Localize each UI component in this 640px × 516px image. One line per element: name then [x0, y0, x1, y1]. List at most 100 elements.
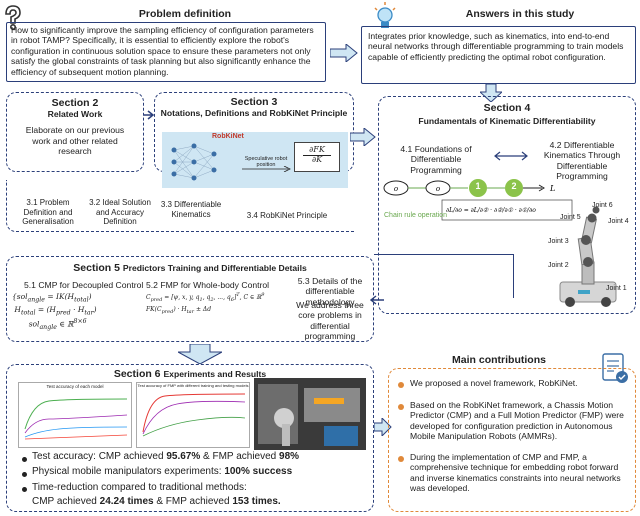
- svg-text:L: L: [549, 184, 555, 193]
- section4-item-1: 4.1 Foundations of Differentiable Progra…: [400, 144, 472, 175]
- result-1-prefix: Test accuracy:: [32, 451, 99, 462]
- section3-items-frame: [6, 180, 354, 232]
- checklist-icon: [600, 352, 630, 386]
- experiment-photo: [254, 378, 366, 450]
- section3-item-2: 3.2 Ideal Solution and Accuracy Definiti…: [89, 198, 151, 227]
- answers-title: Answers in this study: [465, 8, 575, 20]
- joint-label-1: Joint 1: [606, 285, 627, 292]
- problem-box: How to significantly improve the samplin…: [6, 22, 326, 82]
- contribution-2: Based on the RobKiNet framework, a Chass…: [410, 400, 624, 442]
- joint-label-4: Joint 4: [608, 218, 629, 225]
- chain-node-2: 2: [511, 181, 517, 191]
- section4-box: [378, 96, 636, 314]
- joint-label-5: Joint 5: [560, 214, 581, 221]
- question-icon: [2, 4, 24, 30]
- section6-box: [6, 364, 374, 512]
- contribution-1: We proposed a novel framework, RobKiNet.: [410, 378, 578, 388]
- chain-rule-label: Chain rule operation: [384, 212, 448, 219]
- contribution-bullet-1: [398, 382, 404, 388]
- contributions-title: Main contributions: [452, 354, 546, 366]
- contribution-bullet-3: [398, 456, 404, 462]
- section2-text: Elaborate on our previous work and other…: [25, 125, 125, 157]
- lightbulb-icon: [374, 2, 396, 32]
- joint-label-6: Joint 6: [592, 202, 613, 209]
- joint-label-3: Joint 3: [548, 238, 569, 245]
- section4-title: Section 4: [483, 102, 531, 114]
- result-1-plain1: CMP achieved: [98, 451, 167, 462]
- chart2-title: Test accuracy of FMP with different trai…: [137, 383, 249, 388]
- section5-box: [6, 256, 374, 342]
- section3-title: Section 3: [230, 96, 278, 108]
- fmp-formula: Cpred = [ψ, x, y, q1, q2, ..., q6]T, C ∈…: [146, 292, 265, 315]
- fk-box: ∂FK∂K: [294, 142, 340, 172]
- section3-item-1: 3.1 Problem Definition and Generalisatio…: [22, 198, 74, 227]
- result-1-bold1: 95.67%: [166, 451, 201, 462]
- section4-item-2: 4.2 Differentiable Kinematics Through Di…: [543, 140, 621, 182]
- accuracy-chart-2: Test accuracy of FMP with different trai…: [136, 382, 250, 448]
- arrow-down-icon: [177, 343, 223, 365]
- robot-arm-image: [559, 206, 617, 307]
- result-3-plain1: CMP achieved: [32, 495, 100, 507]
- result-2-prefix: Physical mobile manipulators experiments…: [32, 466, 225, 477]
- section6-subtitle: Experiments and Results: [163, 369, 267, 379]
- section4-subtitle: Fundamentals of Kinematic Differentiabil…: [418, 116, 596, 126]
- section2-box: Section 2 Related Work Elaborate on our …: [6, 92, 144, 172]
- section2-subtitle: Related Work: [47, 109, 103, 119]
- result-3-bold1: 24.24 times: [99, 495, 154, 507]
- chain-node-1: 1: [475, 181, 481, 191]
- accuracy-chart-1: Test accuracy of each model: [18, 382, 132, 448]
- robkinet-label: RobKiNet: [212, 133, 244, 140]
- section3-item-4: 3.4 RobKiNet Principle: [246, 211, 328, 220]
- result-3-plain2: & FMP achieved: [153, 495, 233, 507]
- arrow-left-icon: [369, 292, 384, 305]
- arrow-down-icon: [478, 83, 504, 103]
- neural-network-icon: [171, 143, 217, 181]
- result-2-bold1: 100% success: [224, 466, 293, 477]
- result-1-bold2: 98%: [279, 451, 300, 462]
- problem-title: Problem definition: [138, 8, 232, 20]
- arrow-right-icon: [242, 166, 291, 172]
- section6-header: Section 6 Experiments and Results: [6, 368, 374, 380]
- contributions-box: [388, 368, 636, 512]
- section5-title: Section 5: [73, 262, 120, 274]
- svg-text:o: o: [436, 185, 440, 193]
- arrow-right-icon: [349, 126, 376, 148]
- joint-label-2: Joint 2: [548, 262, 569, 269]
- section5-col1-title: 5.1 CMP for Decoupled Control: [24, 280, 144, 290]
- arrow-right-icon: [144, 108, 156, 120]
- section2-title: Section 2: [51, 97, 99, 109]
- result-bullet-2: [22, 472, 27, 477]
- robkinet-figure: RobKiNet Speculative robot position ∂FK∂…: [162, 132, 348, 188]
- svg-text:∂L/∂o = ∂L/∂② · ∂②/∂① · ∂①/∂o: ∂L/∂o = ∂L/∂② · ∂②/∂① · ∂①/∂o: [446, 207, 536, 214]
- section5-header: Section 5 Predictors Training and Differ…: [6, 262, 374, 274]
- result-line-1: Test accuracy: CMP achieved 95.67% & FMP…: [32, 451, 299, 462]
- contribution-3: During the implementation of CMP and FMP…: [410, 452, 621, 494]
- section5-subtitle: Predictors Training and Differentiable D…: [122, 263, 307, 273]
- connector-line: [374, 254, 514, 298]
- arrow-right-icon: [329, 42, 358, 64]
- section3-subtitle: Notations, Definitions and RobKiNet Prin…: [160, 108, 348, 118]
- problem-text: How to significantly improve the samplin…: [11, 25, 314, 77]
- robkinet-mid-label: Speculative robot position: [244, 156, 288, 169]
- answers-box: Integrates prior knowledge, such as kine…: [361, 26, 636, 84]
- cmp-formula: {solangle = IK(Htotal) Htotal = (Hpred ·…: [12, 292, 97, 331]
- result-line-2: Physical mobile manipulators experiments…: [32, 466, 292, 477]
- result-bullet-3: [22, 487, 27, 492]
- section5-col3-text: We address three core problems in differ…: [296, 300, 364, 342]
- answers-text: Integrates prior knowledge, such as kine…: [368, 31, 624, 62]
- result-1-plain2: & FMP achieved: [200, 451, 280, 462]
- chart1-title: Test accuracy of each model: [46, 384, 104, 389]
- result-line-3: Time-reduction compared to traditional m…: [32, 481, 281, 508]
- section5-col2-title: 5.2 FMP for Whole-body Control: [146, 280, 270, 290]
- result-3-line1: Time-reduction compared to traditional m…: [32, 482, 247, 493]
- svg-text:o: o: [394, 185, 398, 193]
- arrow-right-icon: [373, 416, 392, 438]
- section3-item-3: 3.3 Differentiable Kinematics: [160, 200, 222, 219]
- section6-title: Section 6: [113, 368, 161, 380]
- double-arrow-icon: [494, 148, 528, 161]
- contribution-bullet-2: [398, 404, 404, 410]
- section5-col3-title: 5.3 Details of the differentiable method…: [297, 276, 363, 307]
- chain-rule-graph: o o L ∂L/∂o = ∂L/∂② · ∂②/∂① · ∂①/∂o: [383, 179, 573, 221]
- result-bullet-1: [22, 457, 27, 462]
- result-3-bold2: 153 times.: [232, 495, 281, 507]
